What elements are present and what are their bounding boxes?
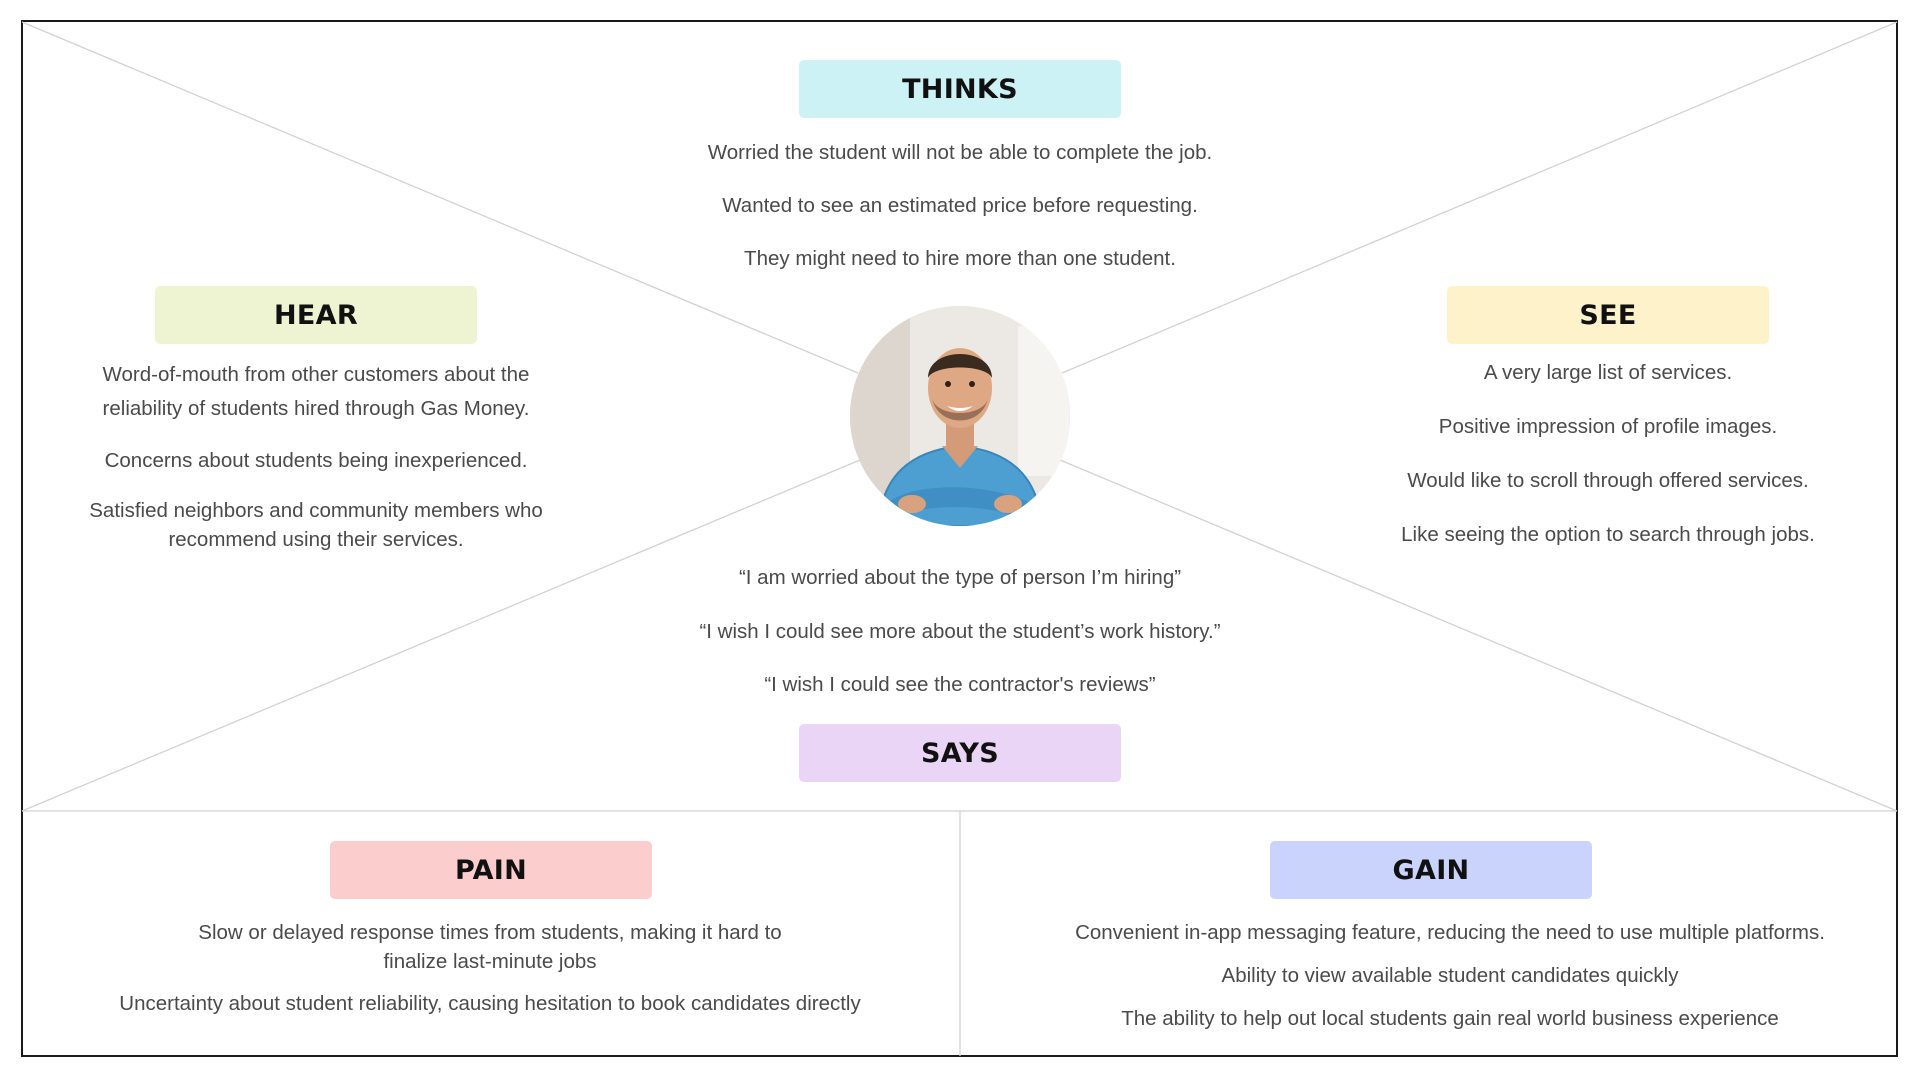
gain-item: Ability to view available student candid… [1221,964,1679,987]
thinks-item: Wanted to see an estimated price before … [722,194,1198,217]
says-item: “I am worried about the type of person I… [738,566,1182,589]
thinks-list: Worried the student will not be able to … [620,138,1300,273]
see-item: Like seeing the option to search through… [1401,523,1815,546]
see-list: A very large list of services. Positive … [1358,358,1858,549]
persona-avatar [850,306,1070,526]
says-list: “I am worried about the type of person I… [610,563,1310,699]
pain-item: Slow or delayed response times from stud… [198,921,782,973]
says-label: SAYS [799,724,1121,782]
thinks-label: THINKS [799,60,1121,118]
hear-list: Word-of-mouth from other customers about… [66,358,566,554]
gain-list: Convenient in-app messaging feature, red… [1010,918,1890,1033]
see-label: SEE [1447,286,1769,344]
hear-item: Satisfied neighbors and community member… [89,499,543,551]
says-item: “I wish I could see the contractor's rev… [764,673,1156,696]
gain-label: GAIN [1270,841,1592,899]
user-portrait-icon [850,306,1070,526]
see-item: Positive impression of profile images. [1438,415,1778,438]
hear-item: Concerns about students being inexperien… [104,449,528,472]
hear-label: HEAR [155,286,477,344]
gain-item: The ability to help out local students g… [1121,1007,1779,1030]
diagonal-top-left [21,21,859,374]
see-item: A very large list of services. [1483,361,1733,384]
thinks-item: They might need to hire more than one st… [744,247,1176,270]
diagonal-bottom-left [21,459,861,812]
see-item: Would like to scroll through offered ser… [1407,469,1809,492]
thinks-item: Worried the student will not be able to … [707,141,1213,164]
pain-list: Slow or delayed response times from stud… [90,918,890,1018]
diagonal-bottom-right [1059,459,1898,812]
hear-item: Word-of-mouth from other customers about… [102,363,530,420]
pain-item: Uncertainty about student reliability, c… [119,992,861,1015]
gain-item: Convenient in-app messaging feature, red… [1075,921,1825,944]
says-item: “I wish I could see more about the stude… [699,620,1221,643]
pain-label: PAIN [330,841,652,899]
diagonal-top-right [1061,21,1898,374]
